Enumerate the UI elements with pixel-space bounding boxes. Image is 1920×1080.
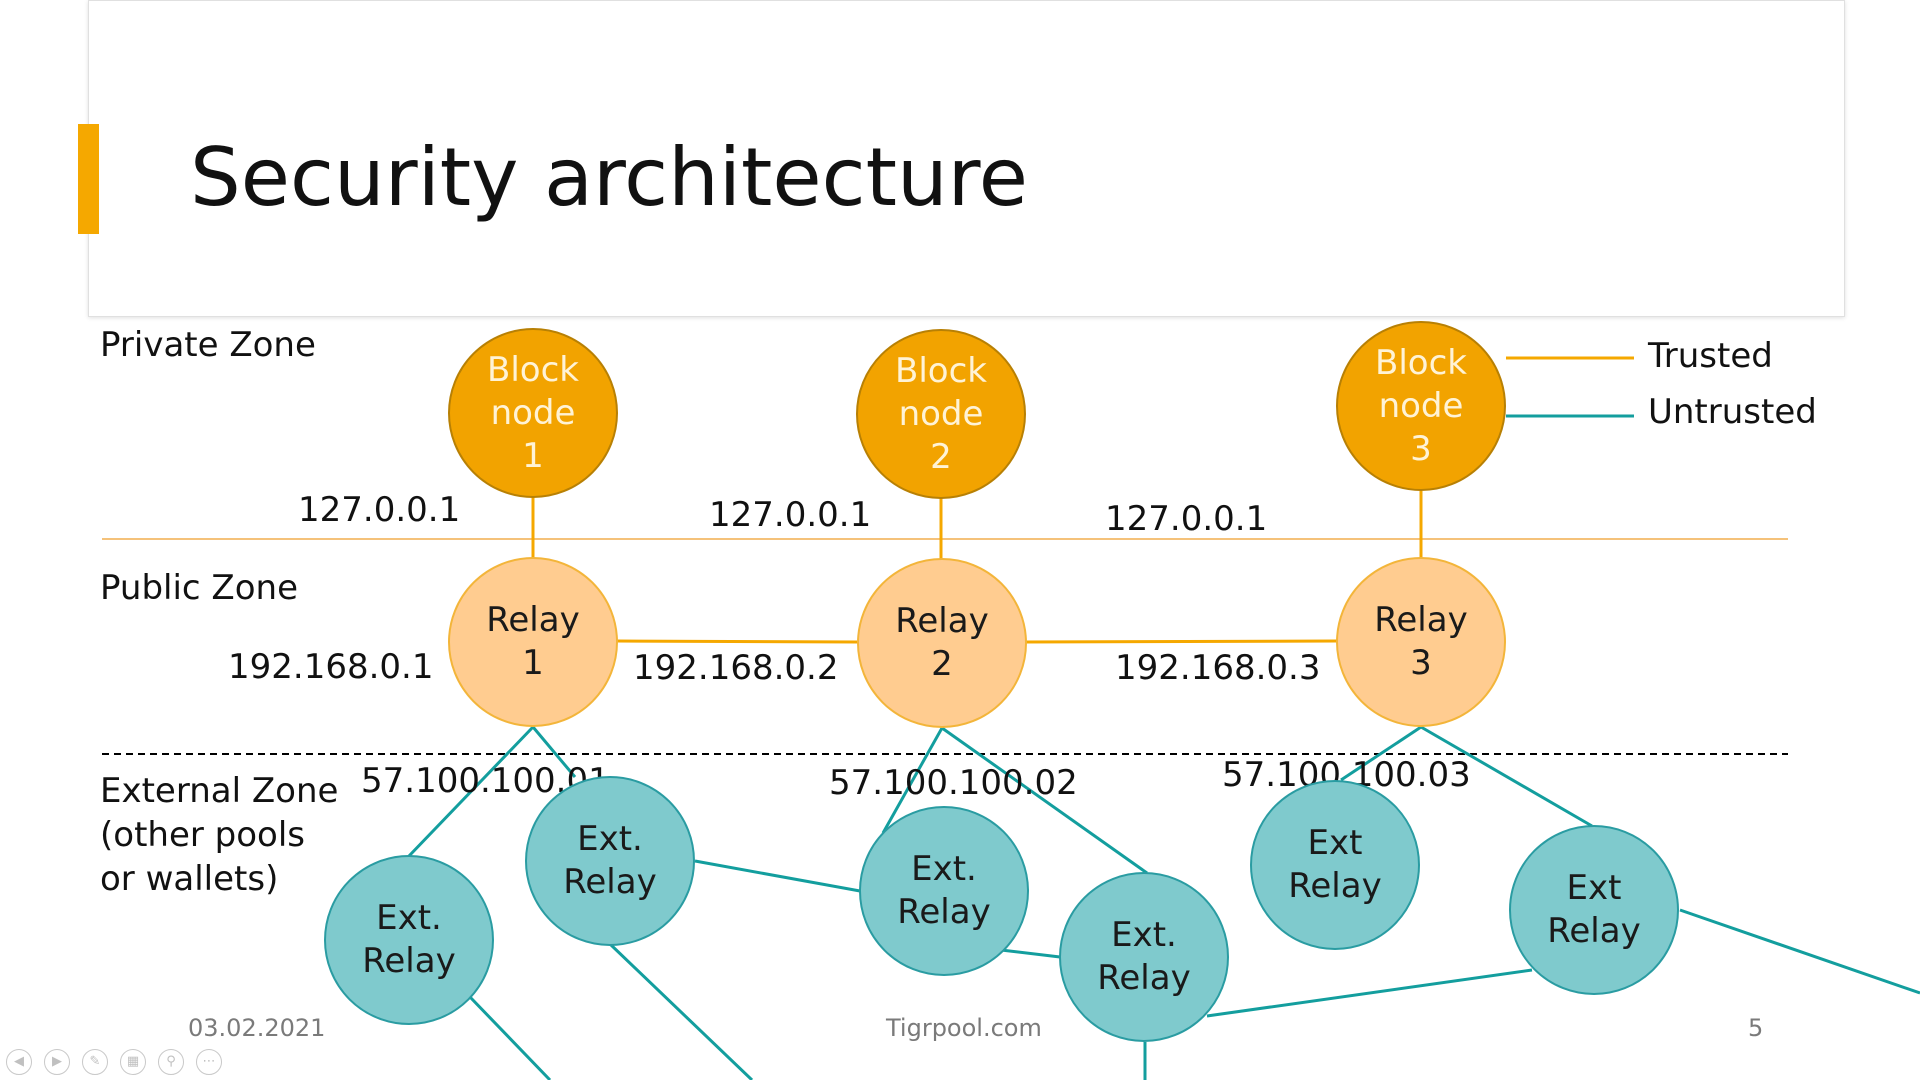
relay-node-2: Relay 2 [857,558,1027,728]
legend-untrusted-label: Untrusted [1648,392,1817,432]
footer-date: 03.02.2021 [188,1014,326,1042]
relay-node-3: Relay 3 [1336,557,1506,727]
block-node-3: Block node 3 [1336,321,1506,491]
external-relay-b: Ext. Relay [525,776,695,946]
untrusted-link-ext-f-out [1679,908,1920,995]
pen-icon[interactable]: ✎ [82,1049,108,1075]
external-relay-c: Ext. Relay [859,806,1029,976]
untrusted-link-relay2-ext-c [881,727,944,834]
private-address-3: 192.168.0.3 [1115,648,1321,688]
private-zone-label: Private Zone [100,325,316,365]
block-node-1: Block node 1 [448,328,618,498]
untrusted-link-ext-a-out [468,995,552,1080]
private-address-2: 192.168.0.2 [633,648,839,688]
untrusted-link-ext-b-out [608,942,754,1080]
untrusted-link-relay1-ext-b [531,726,577,778]
legend-trusted-label: Trusted [1648,336,1773,376]
trusted-link-relay1-relay2 [616,639,858,644]
title-accent-bar [78,124,99,234]
slides-grid-icon[interactable]: ▦ [120,1049,146,1075]
relay-node-1: Relay 1 [448,557,618,727]
block-node-2: Block node 2 [856,329,1026,499]
external-zone-label: External Zone (other pools or wallets) [100,771,339,899]
loopback-address-1: 127.0.0.1 [298,490,461,530]
untrusted-link-relay1-ext-a [407,725,535,858]
external-relay-e: Ext Relay [1250,780,1420,950]
loopback-address-3: 127.0.0.1 [1105,499,1268,539]
external-relay-a: Ext. Relay [324,855,494,1025]
next-slide-icon[interactable]: ▶ [44,1049,70,1075]
footer-site: Tigrpool.com [886,1014,1042,1042]
loopback-address-2: 127.0.0.1 [709,495,872,535]
more-options-icon[interactable]: ⋯ [196,1049,222,1075]
external-relay-d: Ext. Relay [1059,872,1229,1042]
previous-slide-icon[interactable]: ◀ [6,1049,32,1075]
zoom-icon[interactable]: ⚲ [158,1049,184,1075]
untrusted-link-ext-b-ext-c [694,859,861,893]
trusted-link-relay2-relay3 [1024,639,1338,644]
untrusted-link-relay3-ext-f [1420,725,1593,828]
footer-page-number: 5 [1748,1014,1764,1042]
slide-title: Security architecture [190,131,1029,224]
public-address-2: 57.100.100.02 [829,763,1078,803]
untrusted-link-ext-c-ext-d [1000,948,1061,959]
external-relay-f: Ext Relay [1509,825,1679,995]
private-address-1: 192.168.0.1 [228,647,434,687]
untrusted-link-ext-d-ext-f [1206,968,1533,1018]
title-panel [88,0,1845,317]
untrusted-link-relay2-ext-d [941,726,1148,875]
public-zone-label: Public Zone [100,568,298,608]
untrusted-link-relay3-ext-e [1340,725,1422,782]
